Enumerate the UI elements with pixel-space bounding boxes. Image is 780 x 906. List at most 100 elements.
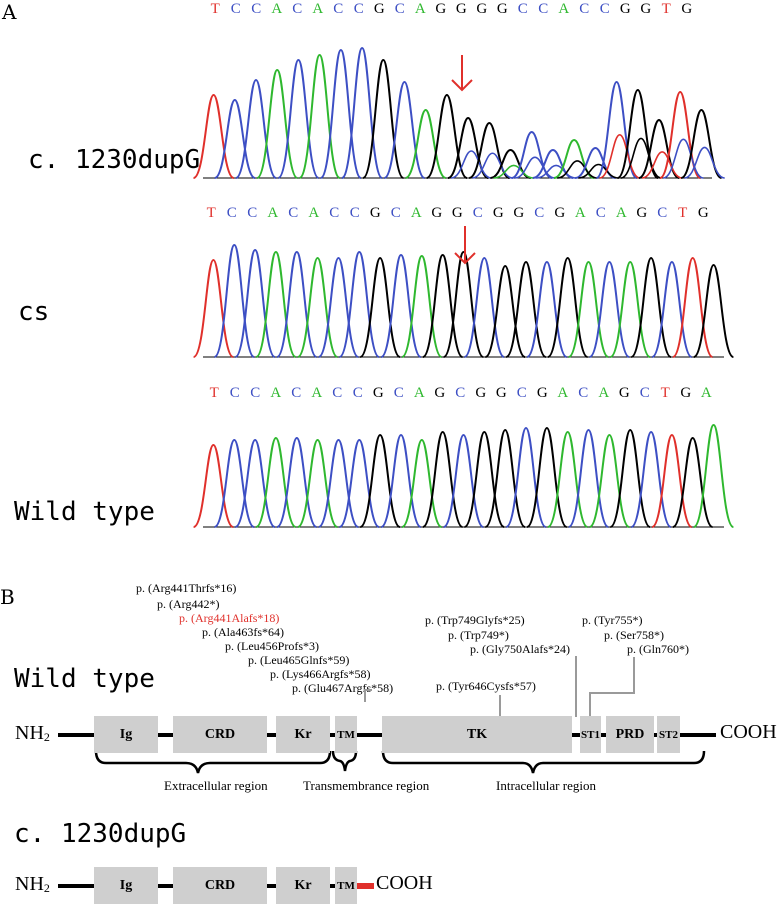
chromatogram-peak [692, 263, 735, 358]
chromatogram-peak [609, 428, 651, 528]
mutant-domain-ig: Ig [94, 867, 158, 904]
base-letter: T [678, 205, 688, 221]
chromatogram-secondary-peak [684, 146, 725, 179]
chromatogram-peak [383, 80, 426, 179]
base-letter: T [209, 385, 219, 401]
chromatogram-peak [484, 428, 526, 528]
red-arrow-icon [451, 55, 473, 92]
chromatogram-peak [380, 433, 422, 528]
chromatogram-peak [421, 253, 464, 358]
base-letter: C [599, 1, 610, 17]
chromatogram-peak [192, 93, 235, 179]
cooh-terminus-wild-type: COOH [720, 721, 777, 743]
base-letter: G [536, 385, 548, 401]
panel-a-label: A [2, 0, 17, 24]
base-letter: G [680, 385, 692, 401]
base-letter: C [517, 1, 528, 17]
chromatogram-peak [401, 438, 443, 528]
chromatogram-peak [546, 256, 589, 358]
region-label-extracellular: Extracellular region [164, 778, 268, 793]
chromatogram-peak [214, 98, 256, 179]
mutation-label: p. (Ser758*) [604, 628, 664, 642]
chromatogram-peak [362, 58, 405, 179]
cooh-terminus-mutant: COOH [376, 872, 433, 894]
base-letter: C [229, 385, 240, 401]
base-letter: C [352, 385, 363, 401]
chromatogram-peak [277, 58, 320, 179]
base-letter: C [394, 1, 405, 17]
base-letter: G [372, 385, 384, 401]
base-letter: A [413, 385, 425, 401]
mutation-label: p. (Gln760*) [627, 642, 689, 656]
nh2-terminus-mutant: NH2 [15, 873, 50, 895]
chromatogram-peak [192, 258, 235, 358]
trace-label-wild-type: Wild type [14, 497, 155, 527]
domain-st2: ST2 [657, 716, 680, 753]
chromatogram-secondary-peak [493, 164, 534, 179]
chromatogram-peak [276, 250, 318, 358]
mutation-label: p. (Ala463fs*64) [202, 625, 284, 639]
chromatogram-peak [234, 248, 276, 358]
base-letter: A [267, 205, 279, 221]
base-letter: G [496, 1, 508, 17]
chromatogram-peak [526, 260, 568, 358]
chromatogram-peak [359, 433, 401, 528]
mutant-domain-kr: Kr [276, 867, 330, 904]
domain-tk: TK [382, 716, 572, 753]
chromatogram-peak [567, 260, 610, 358]
base-letter: C [455, 385, 466, 401]
chromatogram-peak [255, 250, 297, 358]
base-letter: C [230, 1, 241, 17]
mutation-label-highlighted: p. (Arg441Alafs*18) [179, 611, 280, 625]
chromatogram-peak [421, 430, 464, 528]
chromatogram-peak [318, 438, 359, 528]
mutation-label: p. (Tyr646Cysfs*57) [436, 679, 536, 693]
base-letter: C [353, 1, 364, 17]
chromatogram-peak [319, 48, 362, 179]
base-letter: C [247, 205, 258, 221]
chromatogram-peak [526, 426, 568, 528]
base-letter: G [513, 205, 525, 221]
chromatogram-peak [298, 53, 341, 179]
chromatogram-secondary-peak [535, 164, 577, 179]
base-letter: A [311, 385, 323, 401]
base-letter: G [681, 1, 693, 17]
chromatogram-peak [588, 433, 631, 528]
base-letter: G [554, 205, 566, 221]
base-letter: G [640, 1, 652, 17]
base-letter: G [373, 1, 385, 17]
mutation-label: p. (Leu465Glnfs*59) [248, 653, 350, 667]
domain-st1: ST1 [580, 716, 601, 753]
chromatogram-peak [426, 93, 468, 179]
base-letter: G [495, 385, 507, 401]
chromatogram-peak [651, 433, 693, 528]
base-letter: G [697, 205, 709, 221]
chromatogram-peak [317, 256, 360, 358]
mutation-label: p. (Arg441Thrfs*16) [136, 581, 237, 595]
base-letter: A [270, 385, 282, 401]
base-letter: G [476, 1, 488, 17]
base-letter: G [455, 1, 467, 17]
chromatogram-peak [546, 430, 589, 528]
chromatogram-secondary-peak [578, 163, 619, 179]
chromatogram-peak [442, 250, 485, 358]
chromatogram-peak [630, 256, 672, 358]
chromatogram-peak [276, 436, 318, 528]
wild-type-protein-label: Wild type [14, 664, 155, 694]
base-letter: C [349, 205, 360, 221]
chromatogram-peak [484, 264, 526, 358]
base-letter: C [390, 205, 401, 221]
base-letter: G [435, 1, 447, 17]
chromatogram-peak [380, 253, 422, 358]
base-letter: C [595, 205, 606, 221]
chromatogram-peak [213, 243, 256, 358]
base-letter: C [333, 1, 344, 17]
red-arrow-icon [454, 226, 476, 265]
base-letter: G [618, 385, 630, 401]
trace-label-mutant: c. 1230dupG [28, 145, 201, 175]
base-letter: C [534, 205, 545, 221]
base-letter: G [369, 205, 381, 221]
base-letter: C [516, 385, 527, 401]
base-letter: C [639, 385, 650, 401]
region-label-transmembrane: Transmembrance region [303, 778, 430, 793]
